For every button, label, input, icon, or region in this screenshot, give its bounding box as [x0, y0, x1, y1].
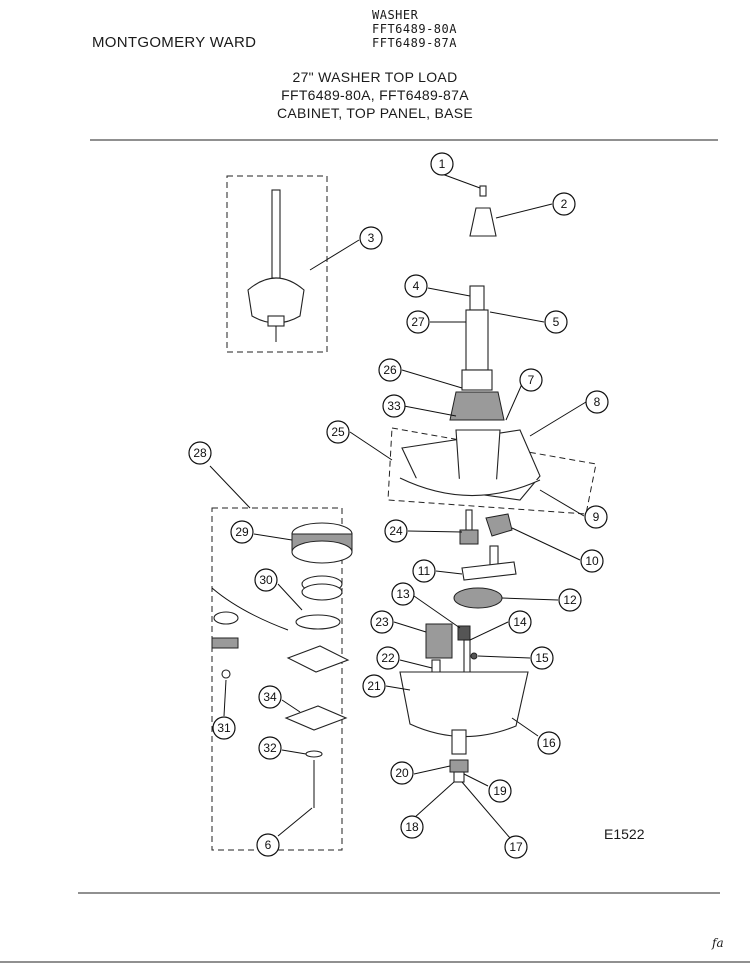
- svg-text:12: 12: [563, 593, 577, 607]
- callout-2: 2: [552, 192, 576, 216]
- callout-21: 21: [362, 674, 386, 698]
- svg-text:10: 10: [585, 554, 599, 568]
- callout-4: 4: [404, 274, 428, 298]
- svg-text:2: 2: [561, 197, 568, 211]
- callout-28: 28: [188, 441, 212, 465]
- callout-leaders: [209, 173, 587, 839]
- callout-23: 23: [370, 610, 394, 634]
- title-line-3: CABINET, TOP PANEL, BASE: [276, 105, 473, 121]
- callout-31: 31: [212, 716, 236, 740]
- callout-7: 7: [519, 368, 543, 392]
- svg-text:22: 22: [381, 651, 395, 665]
- callout-11: 11: [412, 559, 436, 583]
- pinion-gear-drawing: [425, 623, 453, 659]
- shift-cam-drawing: [485, 513, 513, 537]
- svg-text:23: 23: [375, 615, 389, 629]
- svg-text:20: 20: [395, 766, 409, 780]
- callout-17: 17: [504, 835, 528, 859]
- svg-text:26: 26: [383, 363, 397, 377]
- brand-name: MONTGOMERY WARD: [92, 34, 257, 51]
- svg-text:5: 5: [553, 315, 560, 329]
- svg-text:25: 25: [331, 425, 345, 439]
- gasket-drawing: [399, 477, 541, 497]
- svg-text:34: 34: [263, 690, 277, 704]
- seal-kit-parts-drawing: [211, 522, 353, 808]
- svg-text:7: 7: [528, 373, 535, 387]
- svg-text:31: 31: [217, 721, 231, 735]
- callout-13: 13: [391, 582, 415, 606]
- drive-hub-drawing: [449, 759, 469, 773]
- svg-text:3: 3: [368, 231, 375, 245]
- svg-text:18: 18: [405, 820, 419, 834]
- callout-24: 24: [384, 519, 408, 543]
- svg-text:8: 8: [594, 395, 601, 409]
- callout-29: 29: [230, 520, 254, 544]
- svg-text:19: 19: [493, 784, 507, 798]
- svg-text:32: 32: [263, 741, 277, 755]
- callout-18: 18: [400, 815, 424, 839]
- handwritten-initials: fa: [712, 936, 724, 950]
- callout-10: 10: [580, 549, 604, 573]
- svg-text:14: 14: [513, 615, 527, 629]
- gearcase-cover-group-box: [387, 427, 597, 515]
- svg-text:9: 9: [593, 510, 600, 524]
- seal-kit-group-box: [211, 507, 343, 851]
- callout-25: 25: [326, 420, 350, 444]
- pulley-drawing: [453, 771, 465, 783]
- transmission-assembly-group-box: [226, 175, 328, 353]
- svg-text:15: 15: [535, 651, 549, 665]
- svg-text:6: 6: [265, 838, 272, 852]
- pinion-drawing: [459, 509, 479, 545]
- agitator-cap-drawing: [469, 185, 497, 237]
- svg-text:21: 21: [367, 679, 381, 693]
- svg-text:11: 11: [418, 564, 431, 578]
- svg-text:28: 28: [193, 446, 207, 460]
- callout-20: 20: [390, 761, 414, 785]
- svg-text:16: 16: [542, 736, 556, 750]
- svg-text:27: 27: [411, 315, 425, 329]
- model-number-b: FFT6489-87A: [372, 36, 457, 50]
- callout-34: 34: [258, 685, 282, 709]
- svg-text:24: 24: [389, 524, 403, 538]
- callout-22: 22: [376, 646, 400, 670]
- title-line-2: FFT6489-80A, FFT6489-87A: [281, 87, 469, 103]
- title-line-1: 27" WASHER TOP LOAD: [292, 69, 458, 85]
- transmission-assembly-drawing: [247, 189, 305, 342]
- output-shaft-drawing: [451, 729, 467, 755]
- callout-26: 26: [378, 358, 402, 382]
- callout-3: 3: [359, 226, 383, 250]
- agitator-shaft-drawing: [449, 285, 505, 421]
- callout-33: 33: [382, 394, 406, 418]
- callout-32: 32: [258, 736, 282, 760]
- thrust-washer-drawing: [470, 652, 478, 660]
- svg-text:13: 13: [396, 587, 410, 601]
- callout-16: 16: [537, 731, 561, 755]
- svg-text:29: 29: [235, 525, 249, 539]
- callout-5: 5: [544, 310, 568, 334]
- product-type: WASHER: [372, 8, 419, 22]
- svg-text:1: 1: [439, 157, 446, 171]
- callout-27: 27: [406, 310, 430, 334]
- callout-12: 12: [558, 588, 582, 612]
- callout-9: 9: [584, 505, 608, 529]
- svg-text:4: 4: [413, 279, 420, 293]
- callout-1: 1: [430, 152, 454, 176]
- callout-14: 14: [508, 610, 532, 634]
- callout-15: 15: [530, 646, 554, 670]
- diagram-code: E1522: [604, 826, 645, 842]
- gearcase-housing-drawing: [399, 671, 529, 738]
- svg-text:30: 30: [259, 573, 273, 587]
- crankshaft-drawing: [463, 639, 471, 677]
- svg-text:33: 33: [387, 399, 401, 413]
- svg-text:17: 17: [509, 840, 523, 854]
- shift-lever-drawing: [461, 561, 517, 581]
- callout-8: 8: [585, 390, 609, 414]
- model-number-a: FFT6489-80A: [372, 22, 457, 36]
- callout-6: 6: [256, 833, 280, 857]
- callout-19: 19: [488, 779, 512, 803]
- callout-30: 30: [254, 568, 278, 592]
- diagram-title: 27" WASHER TOP LOAD FFT6489-80A, FFT6489…: [0, 68, 750, 122]
- main-gear-drawing: [453, 587, 503, 609]
